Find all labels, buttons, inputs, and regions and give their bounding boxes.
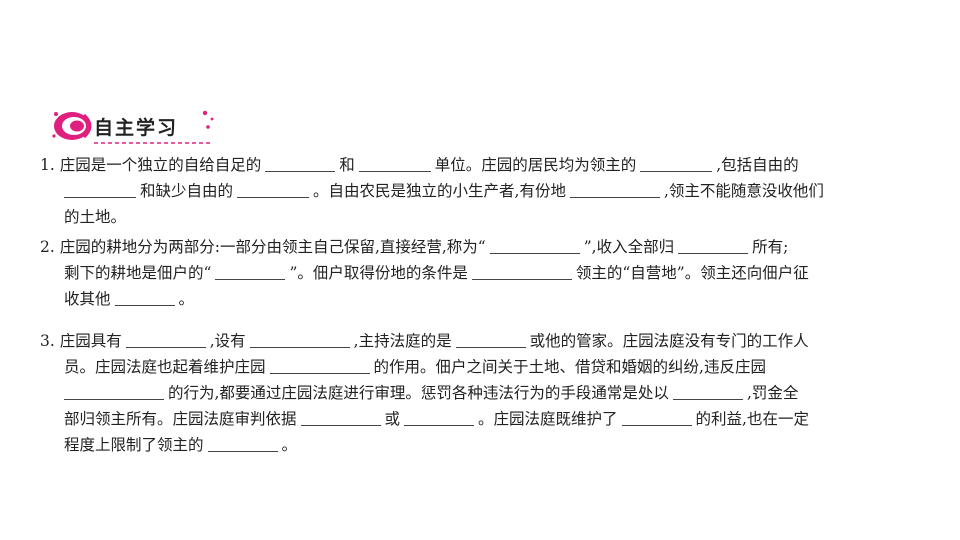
question-text: ”,收入全部归 <box>583 238 675 256</box>
question-text: 剩下的耕地是佃户的“ <box>64 264 212 282</box>
answer-blank[interactable] <box>215 262 286 280</box>
question-line: 程度上限制了领主的 。 <box>40 432 940 458</box>
question-text: 或他的管家。庄园法庭没有专门的工作人 <box>529 332 809 350</box>
question-text: 。自由农民是独立的小生产者,有份地 <box>313 182 566 200</box>
answer-blank[interactable] <box>64 180 136 198</box>
question-text: 的行为,都要通过庄园法庭进行审理。惩罚各种违法行为的手段通常是处以 <box>168 384 669 402</box>
answer-blank[interactable] <box>489 236 580 254</box>
question-text: 和缺少自由的 <box>140 182 234 200</box>
question-text: 员。庄园法庭也起着维护庄园 <box>64 358 266 376</box>
question-text: 收其他 <box>64 290 111 308</box>
question-text: 或 <box>384 410 401 428</box>
answer-blank[interactable] <box>569 180 660 198</box>
question-text: 的利益,也在一定 <box>695 410 809 428</box>
question-text: 领主的“自营地”。领主还向佃户征 <box>575 264 809 282</box>
question-text: ,主持法庭的是 <box>353 332 452 350</box>
question-line: 员。庄园法庭也起着维护庄园 的作用。佃户之间关于土地、借贷和婚姻的纠纷,违反庄园 <box>40 354 940 380</box>
question-text: 和 <box>339 156 355 174</box>
question-line: 1. 庄园是一个独立的自给自足的 和 单位。庄园的居民均为领主的 ,包括自由的 <box>40 152 940 178</box>
header-decoration-icon <box>52 110 214 144</box>
question-text: ,领主不能随意没收他们 <box>663 182 824 200</box>
question-text: 所有; <box>752 238 789 256</box>
question-text: ”。佃户取得份地的条件是 <box>289 264 468 282</box>
answer-blank[interactable] <box>265 154 336 172</box>
answer-blank[interactable] <box>404 408 475 426</box>
answer-blank[interactable] <box>64 382 164 400</box>
question-text: 的土地。 <box>64 208 127 226</box>
question-text: 。 <box>281 436 298 454</box>
question-text: 。庄园法庭既维护了 <box>478 410 618 428</box>
question-line: 收其他 。 <box>40 286 940 312</box>
answer-blank[interactable] <box>678 236 749 254</box>
question-3: 3. 庄园具有 ,设有 ,主持法庭的是 或他的管家。庄园法庭没有专门的工作人 员。庄园… <box>40 328 940 458</box>
answer-blank[interactable] <box>621 408 692 426</box>
question-text: 。 <box>178 290 195 308</box>
answer-blank[interactable] <box>237 180 310 198</box>
question-text: ,设有 <box>209 332 246 350</box>
question-line: 部归领主所有。庄园法庭审判依据 或 。庄园法庭既维护了 的利益,也在一定 <box>40 406 940 432</box>
question-text: 单位。庄园的居民均为领主的 <box>434 156 637 174</box>
question-line: 2. 庄园的耕地分为两部分:一部分由领主自己保留,直接经营,称为“ ”,收入全部归… <box>40 234 940 260</box>
answer-blank[interactable] <box>640 154 713 172</box>
answer-blank[interactable] <box>455 330 526 348</box>
question-line: 3. 庄园具有 ,设有 ,主持法庭的是 或他的管家。庄园法庭没有专门的工作人 <box>40 328 940 354</box>
question-text: 2. 庄园的耕地分为两部分:一部分由领主自己保留,直接经营,称为“ <box>40 238 486 256</box>
question-1: 1. 庄园是一个独立的自给自足的 和 单位。庄园的居民均为领主的 ,包括自由的 和缺少… <box>40 152 940 230</box>
answer-blank[interactable] <box>114 288 175 306</box>
question-text: ,包括自由的 <box>716 156 799 174</box>
answer-blank[interactable] <box>471 262 572 280</box>
question-text: 3. 庄园具有 <box>40 332 122 350</box>
answer-blank[interactable] <box>300 408 381 426</box>
question-2: 2. 庄园的耕地分为两部分:一部分由领主自己保留,直接经营,称为“ ”,收入全部归… <box>40 234 940 312</box>
question-text: 程度上限制了领主的 <box>64 436 204 454</box>
question-text: ,罚金全 <box>746 384 799 402</box>
answer-blank[interactable] <box>125 330 206 348</box>
section-header: 自主学习 <box>50 105 220 147</box>
answer-blank[interactable] <box>269 356 370 374</box>
question-text: 1. 庄园是一个独立的自给自足的 <box>40 156 262 174</box>
section-title: 自主学习 <box>94 117 179 139</box>
question-text: 的作用。佃户之间关于土地、借贷和婚姻的纠纷,违反庄园 <box>373 358 766 376</box>
answer-blank[interactable] <box>358 154 431 172</box>
answer-blank[interactable] <box>207 434 278 452</box>
question-text: 部归领主所有。庄园法庭审判依据 <box>64 410 297 428</box>
question-line: 和缺少自由的 。自由农民是独立的小生产者,有份地 ,领主不能随意没收他们 <box>40 178 940 204</box>
question-line: 的行为,都要通过庄园法庭进行审理。惩罚各种违法行为的手段通常是处以 ,罚金全 <box>40 380 940 406</box>
answer-blank[interactable] <box>249 330 350 348</box>
answer-blank[interactable] <box>672 382 743 400</box>
question-line: 剩下的耕地是佃户的“ ”。佃户取得份地的条件是 领主的“自营地”。领主还向佃户征 <box>40 260 940 286</box>
question-line: 的土地。 <box>40 204 940 230</box>
